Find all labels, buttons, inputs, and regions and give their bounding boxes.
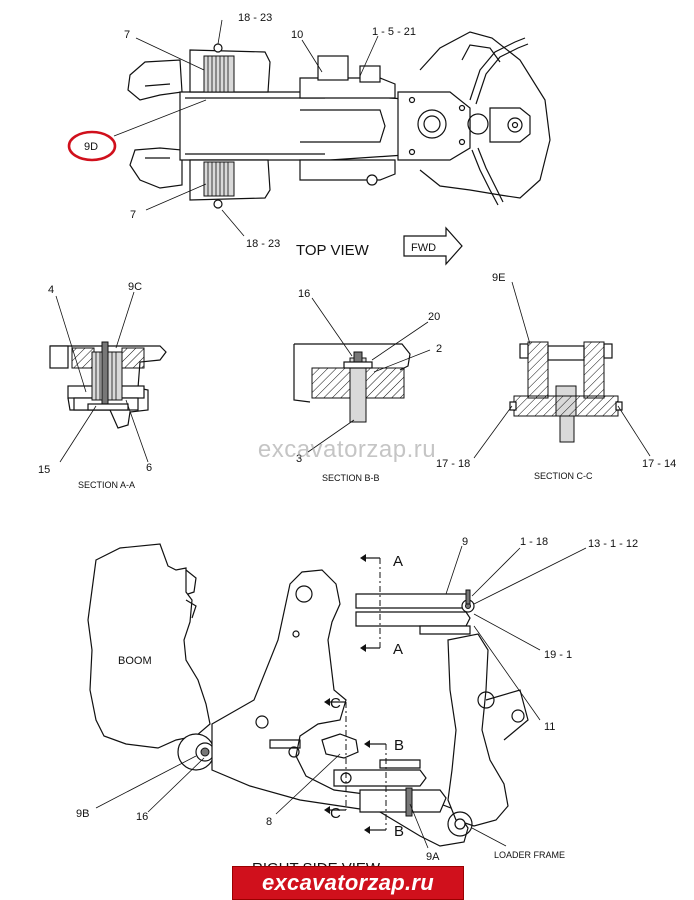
callout-9: 9 (462, 536, 468, 548)
right-side-view: BOOM (76, 536, 638, 877)
section-marker-b-top: B (394, 737, 404, 754)
site-banner[interactable]: excavatorzap.ru (232, 866, 464, 900)
section-marker-c-bottom: C (330, 805, 341, 822)
section-marker-b-bottom: B (394, 823, 404, 840)
top-view-title: TOP VIEW (296, 242, 370, 259)
callout-16-b: 16 (298, 288, 310, 300)
callout-9a: 9A (426, 851, 440, 863)
highlight-circle-9d (67, 130, 117, 162)
callout-15: 15 (38, 464, 50, 476)
callout-1-5-21: 1 - 5 - 21 (372, 26, 416, 38)
section-c-c-title: SECTION C-C (534, 471, 593, 481)
top-view: 18 - 23 7 10 1 - 5 - 21 9D 7 18 - 23 TOP… (67, 12, 551, 266)
callout-9b: 9B (76, 808, 89, 820)
section-a-a-title: SECTION A-A (78, 480, 135, 490)
callout-8: 8 (266, 816, 272, 828)
callout-13-1-12: 13 - 1 - 12 (588, 538, 638, 550)
callout-17-14: 17 - 14 (642, 458, 676, 470)
callout-7-top: 7 (124, 29, 130, 41)
site-banner-text: excavatorzap.ru (261, 870, 435, 895)
callout-16-side: 16 (136, 811, 148, 823)
callout-9c: 9C (128, 281, 142, 293)
callout-6: 6 (146, 462, 152, 474)
callout-20: 20 (428, 311, 440, 323)
section-a-a: 4 9C 15 6 SECTION A-A (38, 281, 167, 490)
callout-4: 4 (48, 284, 54, 296)
section-marker-c-top: C (330, 695, 341, 712)
callout-17-18: 17 - 18 (436, 458, 470, 470)
callout-18-23-bottom: 18 - 23 (246, 238, 280, 250)
section-b-b-title: SECTION B-B (322, 473, 380, 483)
callout-7-bottom: 7 (130, 209, 136, 221)
section-marker-a-top: A (393, 553, 403, 570)
fwd-label: FWD (411, 242, 436, 254)
callout-9e: 9E (492, 272, 505, 284)
callout-2: 2 (436, 343, 442, 355)
callout-1-18: 1 - 18 (520, 536, 548, 548)
callout-10: 10 (291, 29, 303, 41)
loader-frame-label: LOADER FRAME (494, 850, 565, 860)
forward-arrow-icon (403, 226, 463, 266)
section-b-b: 16 20 2 3 SECTION B-B (293, 288, 442, 483)
callout-18-23-top: 18 - 23 (238, 12, 272, 24)
watermark: excavatorzap.ru (257, 436, 437, 463)
callout-19-1: 19 - 1 (544, 649, 572, 661)
section-c-c: 9E 17 - 18 17 - 14 SECTION C-C (436, 272, 676, 481)
section-marker-a-bottom: A (393, 641, 403, 658)
boom-label: BOOM (118, 655, 152, 667)
callout-9d: 9D (84, 141, 98, 153)
callout-11: 11 (544, 721, 555, 733)
callout-3: 3 (296, 453, 302, 465)
